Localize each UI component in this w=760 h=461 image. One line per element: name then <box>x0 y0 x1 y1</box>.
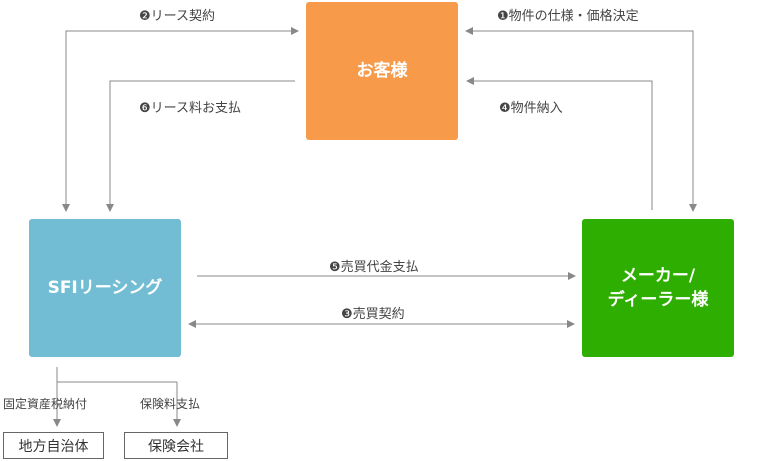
flow-delivery-line <box>466 77 653 210</box>
local-government-label: 地方自治体 <box>18 438 89 455</box>
branch-lines <box>56 367 177 383</box>
local-government-box: 地方自治体 <box>3 432 104 459</box>
flow-lease-payment-line <box>106 80 295 212</box>
insurance-payment-label: 保険料支払 <box>140 397 201 411</box>
flow-purchase-payment-label: ❺売買代金支払 <box>329 260 419 275</box>
flow-delivery-label: ❹物件納入 <box>499 101 563 116</box>
insurance-company-box: 保険会社 <box>124 432 228 459</box>
flow-sales-contract-label: ❸売買契約 <box>341 307 405 322</box>
flow-lease-contract-line <box>62 27 299 212</box>
tax-payment-label: 固定資産税納付 <box>3 397 88 411</box>
customer-node: お客様 <box>306 2 458 140</box>
sfi-leasing-label: SFIリーシング <box>47 278 163 298</box>
flow-spec-price-line <box>465 27 697 212</box>
maker-dealer-label-line1: メーカー/ <box>620 266 696 286</box>
maker-dealer-node: メーカー/ ディーラー様 <box>582 219 734 357</box>
flow-lease-contract-label: ❷リース契約 <box>139 9 216 24</box>
flow-spec-price-label: ❶物件の仕様・価格決定 <box>497 9 639 24</box>
flow-lease-payment-label: ❻リース料お支払 <box>139 101 242 116</box>
sfi-leasing-node: SFIリーシング <box>29 219 181 357</box>
maker-dealer-label-line2: ディーラー様 <box>607 290 709 310</box>
insurance-company-label: 保険会社 <box>148 438 204 455</box>
customer-label: お客様 <box>356 61 408 81</box>
